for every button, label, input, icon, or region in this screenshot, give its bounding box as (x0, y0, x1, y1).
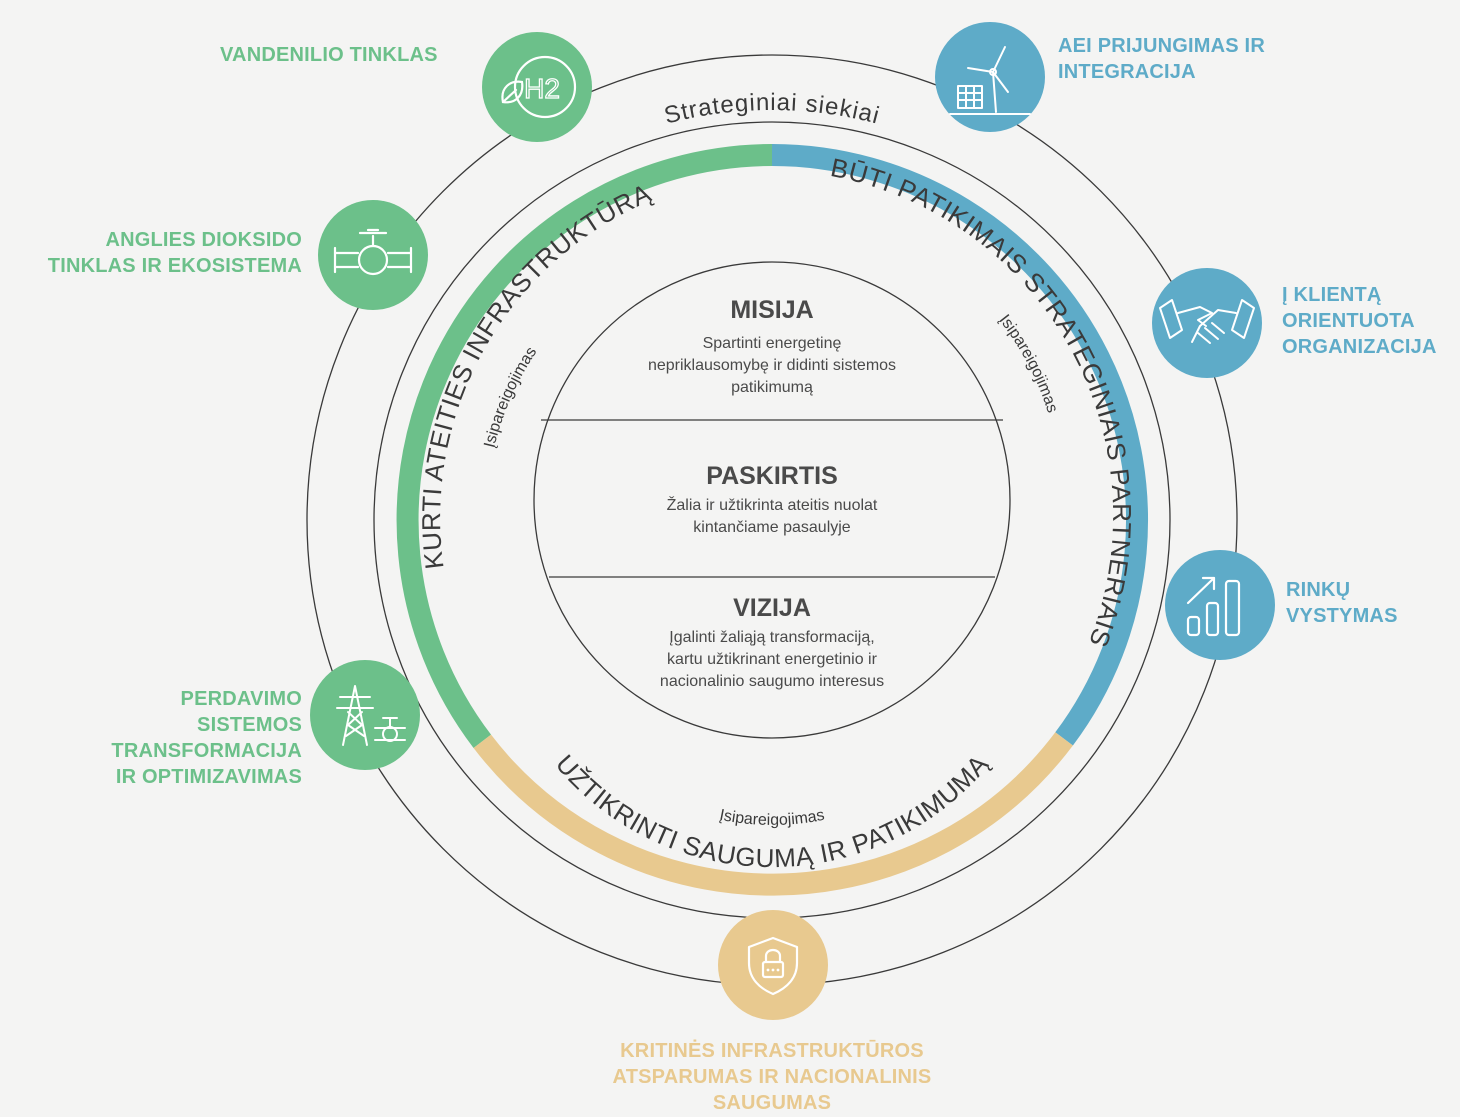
purpose-line: kintančiame pasaulyje (693, 519, 851, 536)
goal-line: Į KLIENTĄ (1282, 284, 1382, 306)
purpose-line: Žalia ir užtikrinta ateitis nuolat (667, 495, 878, 514)
goal-line: ORIENTUOTA (1282, 310, 1415, 332)
growth-bar-chart-icon (1165, 550, 1275, 660)
goal-customer-label: Į KLIENTĄ ORIENTUOTA ORGANIZACIJA (1282, 282, 1437, 360)
goal-line: IR OPTIMIZAVIMAS (115, 766, 302, 788)
mission-title: MISIJA (730, 296, 813, 324)
mission-line: patikimumą (731, 379, 813, 396)
goal-line: SISTEMOS (197, 714, 302, 736)
goal-co2-label: ANGLIES DIOKSIDO TINKLAS IR EKOSISTEMA (48, 227, 302, 279)
hydrogen-leaf-icon: H2 (482, 32, 592, 142)
vision-line: kartu užtikrinant energetinio ir (667, 651, 878, 668)
outer-ring-label: Strateginiai siekiai (661, 89, 882, 130)
gold-arc (473, 732, 1073, 896)
mission-line: Spartinti energetinę (703, 335, 842, 352)
goal-line: KRITINĖS INFRASTRUKTŪROS (620, 1040, 924, 1062)
goal-hydrogen-label: VANDENILIO TINKLAS (220, 42, 438, 68)
shield-lock-icon (718, 910, 828, 1020)
center-circle (533, 261, 1011, 739)
co2-pipeline-valve-icon (318, 200, 428, 310)
goal-line: ANGLIES DIOKSIDO (105, 229, 302, 251)
goal-markets-label: RINKŲ VYSTYMAS (1286, 577, 1398, 629)
vision-line: Įgalinti žaliąją transformaciją, (669, 629, 874, 646)
handshake-icon (1152, 268, 1262, 378)
mission-line: nepriklausomybę ir didinti sistemos (648, 357, 896, 374)
vision-title: VIZIJA (733, 594, 811, 622)
goal-line: PERDAVIMO (180, 688, 302, 710)
commitment-label-left: Įsipareigojimas (481, 344, 540, 449)
goal-critical-label: KRITINĖS INFRASTRUKTŪROS ATSPARUMAS IR N… (572, 1038, 972, 1116)
wind-turbine-solar-panel-icon (935, 22, 1045, 132)
blue-arc (771, 144, 1149, 746)
goal-line: VYSTYMAS (1286, 605, 1398, 627)
goal-line: TINKLAS IR EKOSISTEMA (47, 255, 302, 277)
hydrogen-icon-text: H2 (524, 73, 560, 104)
goal-line: RINKŲ (1286, 579, 1351, 601)
purpose-title: PASKIRTIS (706, 462, 838, 490)
goal-line: INTEGRACIJA (1058, 61, 1196, 83)
goal-line: ATSPARUMAS IR NACIONALINIS (612, 1066, 932, 1088)
goal-transmission-label: PERDAVIMO SISTEMOS TRANSFORMACIJA IR OPT… (111, 686, 302, 790)
power-pylon-valve-icon (310, 660, 420, 770)
goal-line: SAUGUMAS (712, 1092, 832, 1114)
goal-line: VANDENILIO TINKLAS (220, 44, 438, 66)
commitment-label-bottom: Įsipareigojimas (718, 807, 826, 829)
purpose-block: PASKIRTIS Žalia ir užtikrinta ateitis nu… (667, 462, 878, 536)
goal-res-label: AEI PRIJUNGIMAS IR INTEGRACIJA (1058, 33, 1265, 85)
vision-block: VIZIJA Įgalinti žaliąją transformaciją, … (660, 594, 884, 690)
mission-block: MISIJA Spartinti energetinę nepriklausom… (648, 296, 896, 396)
vision-line: nacionalinio saugumo interesus (660, 673, 884, 690)
goal-line: ORGANIZACIJA (1282, 336, 1437, 358)
goal-line: TRANSFORMACIJA (111, 740, 302, 762)
goal-line: AEI PRIJUNGIMAS IR (1058, 35, 1265, 57)
green-arc (396, 144, 773, 748)
